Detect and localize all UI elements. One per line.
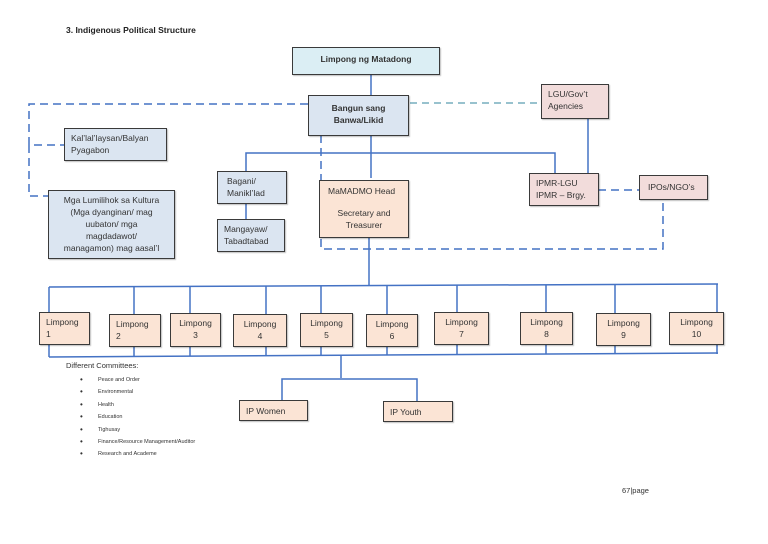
node-ipos-ngos: IPOs/NGO’s: [639, 175, 708, 200]
node-bangun-sang-banwa: Bangun sang Banwa/Likid: [308, 95, 409, 136]
limpong-box: Limpong 8: [520, 312, 573, 345]
committees-list: Peace and Order Environmental Health Edu…: [80, 374, 195, 461]
node-label: Kal’lal’laysan/Balyan: [71, 133, 149, 143]
node-label: IPMR – Brgy.: [536, 190, 586, 200]
limpong-box: Limpong 4: [233, 314, 287, 347]
node-label: Manikl’lad: [227, 188, 265, 198]
node-label: MaMADMO Head: [328, 186, 396, 196]
node-label: Treasurer: [345, 220, 383, 230]
limpong-number: 1: [46, 329, 51, 339]
limpong-number: 6: [389, 331, 395, 341]
committee-item: Health: [80, 399, 195, 411]
limpong-box: Limpong 9: [596, 313, 651, 346]
limpong-label: Limpong: [680, 317, 713, 327]
committee-item: Education: [80, 411, 195, 423]
node-label: IP Women: [246, 406, 286, 416]
limpong-box: Limpong 3: [170, 313, 221, 347]
limpong-box: Limpong 1: [39, 312, 90, 345]
node-label: Agencies: [548, 101, 583, 111]
node-mangayaw: Mangayaw/ Tabadtabad: [217, 219, 285, 252]
node-ip-women: IP Women: [239, 400, 308, 421]
limpong-number: 3: [193, 330, 198, 340]
limpong-label: Limpong: [445, 317, 478, 327]
node-lgu-gov-agencies: LGU/Gov’t Agencies: [541, 84, 609, 119]
node-label: (Mga dyanginan/ mag: [70, 207, 153, 217]
node-label: Banwa/Likid: [333, 115, 384, 125]
limpong-label: Limpong: [607, 318, 640, 328]
node-label: IP Youth: [390, 407, 422, 417]
node-label: Bagani/: [227, 176, 256, 186]
node-label: Limpong ng Matadong: [320, 54, 412, 64]
connector: [48, 352, 719, 358]
committees-heading: Different Committees:: [66, 361, 139, 370]
node-label: LGU/Gov’t: [548, 89, 588, 99]
node-mga-lumilihok: Mga Lumilihok sa Kultura (Mga dyanginan/…: [48, 190, 175, 259]
limpong-label: Limpong: [243, 319, 277, 329]
limpong-box: Limpong 6: [366, 314, 418, 347]
limpong-number: 10: [691, 329, 702, 339]
node-bagani: Bagani/ Manikl’lad: [217, 171, 287, 204]
limpong-label: Limpong: [46, 317, 79, 327]
connector: [48, 283, 719, 288]
limpong-label: Limpong: [530, 317, 563, 327]
node-label: IPMR-LGU: [536, 178, 578, 188]
limpong-label: Limpong: [179, 318, 212, 328]
dashed-connector: [28, 145, 48, 197]
node-limpong-ng-matadong: Limpong ng Matadong: [292, 47, 440, 75]
limpong-box: Limpong 2: [109, 314, 161, 347]
node-kallallaysan-balyan: Kal’lal’laysan/Balyan Pyagabon: [64, 128, 167, 161]
limpong-box: Limpong 5: [300, 313, 353, 347]
limpong-number: 2: [116, 331, 121, 341]
node-label: Bangun sang: [331, 103, 386, 113]
committee-item: Research and Academe: [80, 448, 195, 460]
limpong-number: 9: [621, 330, 626, 340]
limpong-number: 4: [257, 331, 263, 341]
dashed-connector: [28, 103, 308, 146]
node-label: magdadawot/: [85, 231, 138, 241]
node-ipmr: IPMR-LGU IPMR – Brgy.: [529, 173, 599, 206]
page-number: 67|page: [622, 486, 649, 495]
node-mamadmo-head: MaMADMO Head Secretary and Treasurer: [319, 180, 409, 238]
limpong-label: Limpong: [310, 318, 343, 328]
limpong-number: 8: [544, 329, 549, 339]
node-label: Mangayaw/: [224, 224, 268, 234]
connector: [281, 378, 418, 401]
committee-item: Peace and Order: [80, 374, 195, 386]
node-label: Mga Lumilihok sa Kultura: [63, 195, 160, 205]
node-label: Secretary and: [337, 208, 391, 218]
limpong-box: Limpong 7: [434, 312, 489, 345]
limpong-number: 5: [324, 330, 329, 340]
page-title: 3. Indigenous Political Structure: [66, 25, 196, 35]
node-label: uubaton/ mga: [85, 219, 138, 229]
limpong-label: Limpong: [116, 319, 149, 329]
node-label: IPOs/NGO’s: [648, 182, 695, 192]
limpong-box: Limpong 10: [669, 312, 724, 345]
committee-item: Environmental: [80, 386, 195, 398]
committee-item: Finance/Resource Management/Auditor: [80, 436, 195, 448]
connector: [245, 152, 556, 173]
node-label: managamon) mag aasal’l: [63, 243, 160, 253]
limpong-label: Limpong: [375, 319, 409, 329]
committee-item: Tighusay: [80, 424, 195, 436]
node-label: Tabadtabad: [224, 236, 269, 246]
node-ip-youth: IP Youth: [383, 401, 453, 422]
node-label: Pyagabon: [71, 145, 110, 155]
limpong-number: 7: [459, 329, 464, 339]
